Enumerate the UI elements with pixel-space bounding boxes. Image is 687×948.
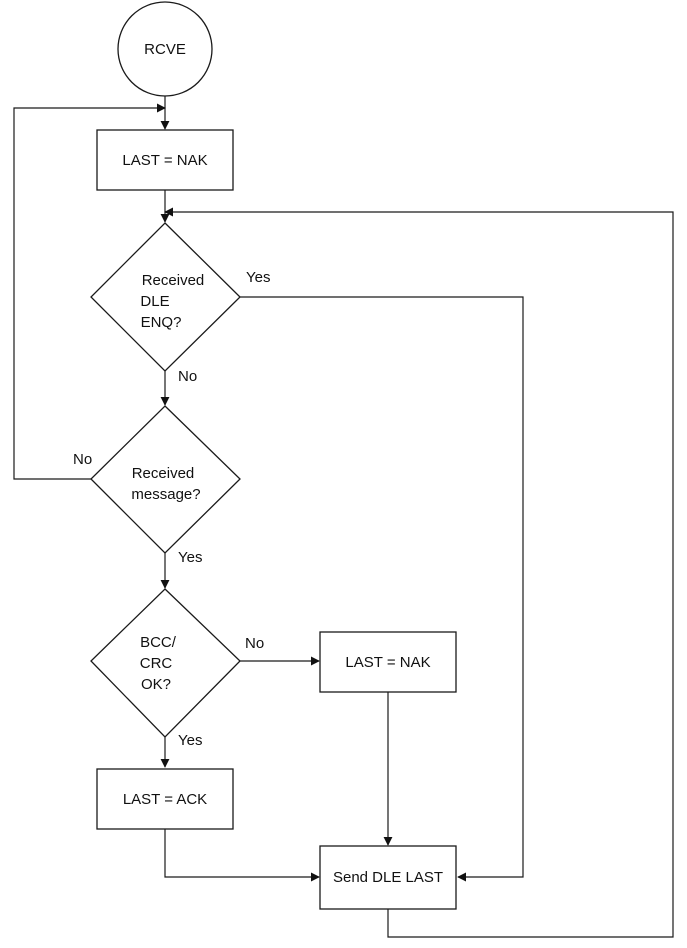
edge-label-message-yes: Yes [178,549,202,566]
box-last-nak-right-label: LAST = NAK [345,654,430,671]
edge-label-bcc-no: No [245,635,264,652]
decision-message-line-1: Received [132,465,195,482]
start-circle [117,1,213,97]
decision-bcc-crc-ok [90,588,241,738]
decision-enq-line-3: ENQ? [141,314,182,331]
connector-send-loop [164,207,674,938]
connector-ack-to-send [164,829,320,882]
connectors [13,96,674,938]
connector-enq-yes [240,296,524,882]
decision-bcc-line-2: CRC [140,655,173,672]
box-last-nak-top [96,129,234,191]
decision-received-message [90,405,241,554]
start-label: RCVE [144,41,186,58]
decision-bcc-line-3: OK? [141,676,171,693]
decision-enq-line-1: Received [142,272,205,289]
decision-received-dle-enq [90,222,241,372]
box-last-nak-right [319,631,457,693]
edge-label-bcc-yes: Yes [178,732,202,749]
connector-message-no-loop [13,103,166,480]
box-send-dle-last-label: Send DLE LAST [333,869,443,886]
edge-label-enq-no: No [178,368,197,385]
box-last-nak-top-label: LAST = NAK [122,152,207,169]
decision-bcc-line-1: BCC/ [140,634,177,651]
decision-message-line-2: message? [131,486,200,503]
box-send-dle-last [319,845,457,910]
edge-label-message-no: No [73,451,92,468]
box-last-ack-label: LAST = ACK [123,791,207,808]
edge-label-enq-yes: Yes [246,269,270,286]
decision-enq-line-2: DLE [140,293,169,310]
box-last-ack [96,768,234,830]
